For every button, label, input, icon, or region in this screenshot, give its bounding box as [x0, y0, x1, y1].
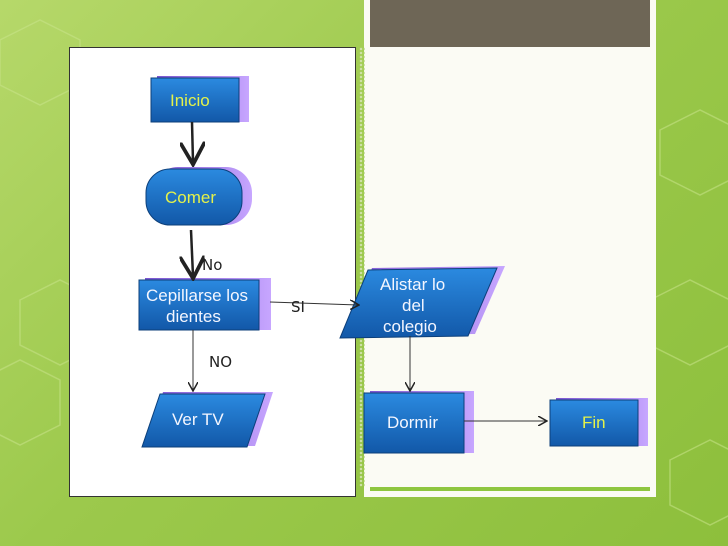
node-comer-label: Comer [165, 188, 216, 207]
node-comer: Comer [145, 167, 252, 226]
edge-comer-cepillarse [191, 229, 193, 276]
edge-label-no-upper: NO [209, 353, 233, 371]
edge-label-si: SI [291, 298, 305, 316]
node-dormir-label: Dormir [387, 413, 438, 432]
node-cepillarse-line1: Cepillarse los [146, 286, 248, 305]
node-cepillarse-line2: dientes [166, 307, 221, 326]
title-bar [370, 0, 650, 47]
edge-inicio-comer [192, 121, 193, 162]
node-dormir: Dormir [363, 391, 474, 454]
edge-cepillarse-alistar [269, 302, 358, 305]
footer-accent-line [370, 487, 650, 491]
node-fin: Fin [549, 398, 648, 447]
node-ver-tv-label: Ver TV [172, 410, 224, 429]
node-fin-label: Fin [582, 413, 606, 432]
node-alistar-line3: colegio [383, 317, 437, 336]
node-inicio-label: Inicio [170, 91, 210, 110]
dotted-divider [359, 47, 365, 487]
node-cepillarse: Cepillarse los dientes [138, 278, 271, 331]
node-alistar-line2: del [402, 296, 425, 315]
edge-label-no: No [202, 256, 223, 274]
node-alistar-line1: Alistar lo [380, 275, 445, 294]
node-alistar: Alistar lo del colegio [339, 266, 505, 339]
node-ver-tv: Ver TV [141, 392, 273, 448]
node-inicio: Inicio [150, 76, 249, 123]
